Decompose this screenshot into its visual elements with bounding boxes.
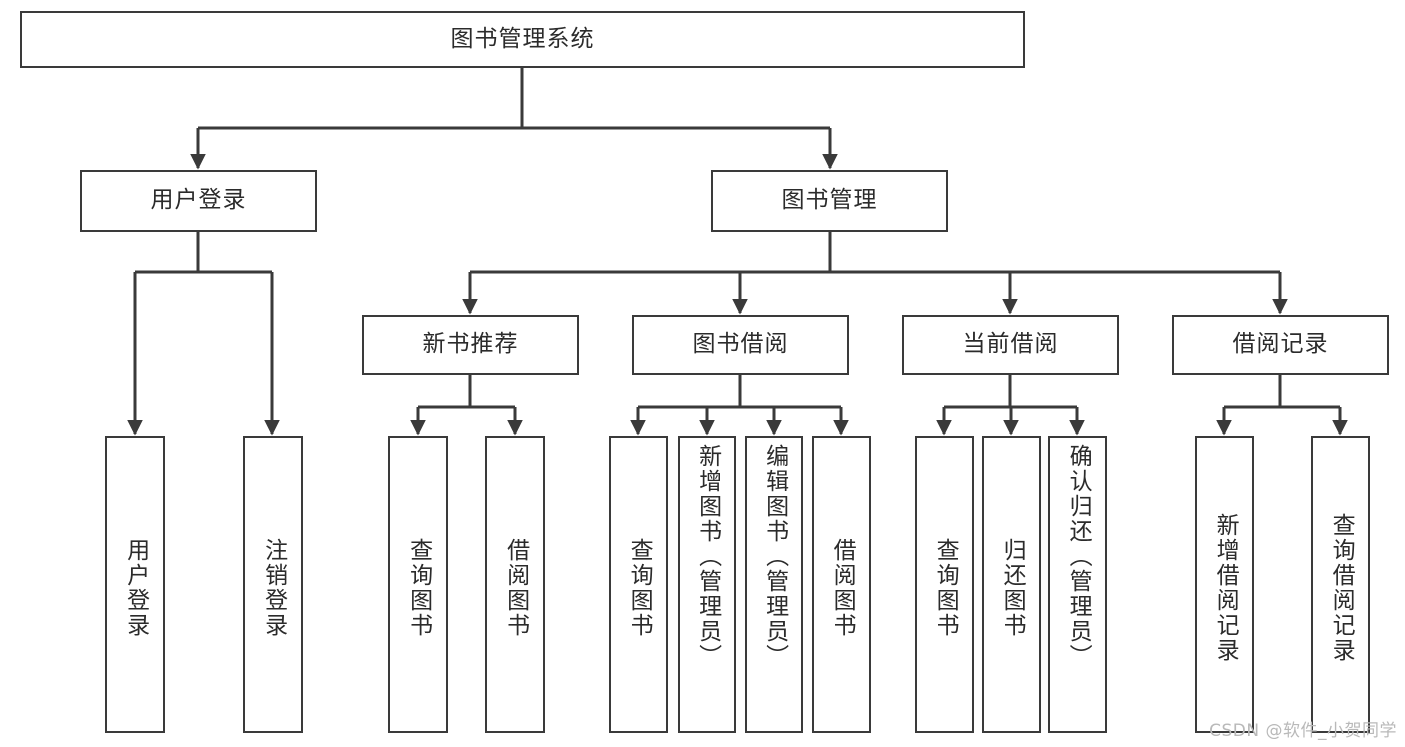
node-label: 用户登录	[150, 187, 247, 214]
node-leaf-add-book-admin[interactable]: 新增图书（管理员）	[678, 436, 736, 733]
node-book-manage[interactable]: 图书管理	[711, 170, 948, 232]
node-label-wrap: 查询图书	[917, 444, 972, 731]
node-user-login[interactable]: 用户登录	[80, 170, 317, 232]
node-current-borrow[interactable]: 当前借阅	[902, 315, 1119, 375]
node-leaf-query-book-current[interactable]: 查询图书	[915, 436, 974, 733]
node-label-wrap: 借阅图书	[487, 444, 543, 731]
node-label: 查询图书	[932, 537, 959, 638]
node-leaf-logout-login[interactable]: 注销登录	[243, 436, 303, 733]
node-label: 归还图书	[999, 537, 1026, 638]
node-label: 图书借阅	[692, 331, 789, 358]
node-label-wrap: 查询图书	[611, 444, 666, 731]
node-label: 用户登录	[122, 537, 149, 638]
node-label-wrap: 查询图书	[390, 444, 446, 731]
node-label-wrap: 新增图书（管理员）	[680, 444, 734, 731]
node-leaf-add-borrow-record[interactable]: 新增借阅记录	[1195, 436, 1254, 733]
node-leaf-confirm-return-admin[interactable]: 确认归还（管理员）	[1048, 436, 1107, 733]
node-label: 借阅图书	[829, 537, 856, 638]
node-root[interactable]: 图书管理系统	[20, 11, 1025, 68]
node-label: 图书管理	[781, 187, 878, 214]
node-label-wrap: 确认归还（管理员）	[1050, 444, 1105, 731]
node-label-wrap: 查询借阅记录	[1313, 444, 1368, 731]
node-leaf-query-book-borrow[interactable]: 查询图书	[609, 436, 668, 733]
node-label-wrap: 用户登录	[107, 444, 163, 731]
node-label: 新增图书（管理员）	[694, 444, 721, 669]
node-leaf-user-login[interactable]: 用户登录	[105, 436, 165, 733]
node-book-borrow[interactable]: 图书借阅	[632, 315, 849, 375]
node-leaf-return-book[interactable]: 归还图书	[982, 436, 1041, 733]
node-leaf-borrow-book-recommend[interactable]: 借阅图书	[485, 436, 545, 733]
node-label: 编辑图书（管理员）	[761, 444, 788, 669]
node-new-book-recommend[interactable]: 新书推荐	[362, 315, 579, 375]
node-label: 确认归还（管理员）	[1065, 444, 1092, 669]
node-label: 借阅图书	[502, 537, 529, 638]
node-label-wrap: 归还图书	[984, 444, 1039, 731]
node-label: 查询图书	[626, 537, 653, 638]
node-leaf-edit-book-admin[interactable]: 编辑图书（管理员）	[745, 436, 803, 733]
node-label: 查询借阅记录	[1328, 512, 1355, 663]
node-label: 当前借阅	[962, 331, 1059, 358]
node-label-wrap: 编辑图书（管理员）	[747, 444, 801, 731]
node-label: 查询图书	[405, 537, 432, 638]
node-borrow-record[interactable]: 借阅记录	[1172, 315, 1389, 375]
node-label: 借阅记录	[1232, 331, 1329, 358]
node-label: 注销登录	[260, 537, 287, 638]
node-label-wrap: 借阅图书	[814, 444, 869, 731]
node-label-wrap: 新增借阅记录	[1197, 444, 1252, 731]
node-label: 新书推荐	[422, 331, 519, 358]
node-label: 新增借阅记录	[1212, 512, 1239, 663]
watermark-text: CSDN @软件_小贺同学	[1209, 721, 1397, 741]
node-label: 图书管理系统	[450, 25, 595, 52]
node-label-wrap: 注销登录	[245, 444, 301, 731]
node-leaf-query-borrow-record[interactable]: 查询借阅记录	[1311, 436, 1370, 733]
node-leaf-borrow-book[interactable]: 借阅图书	[812, 436, 871, 733]
node-leaf-query-book-recommend[interactable]: 查询图书	[388, 436, 448, 733]
